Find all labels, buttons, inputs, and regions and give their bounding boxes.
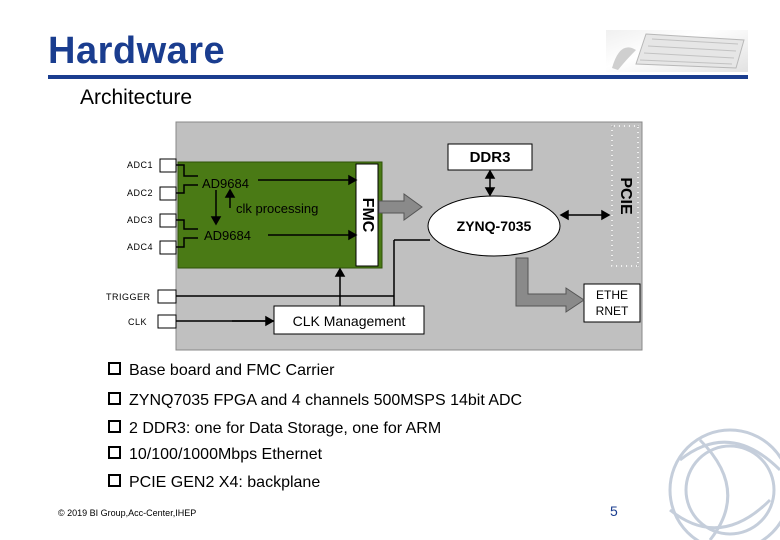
ddr3-label: DDR3 — [469, 149, 511, 166]
trigger-port — [157, 289, 177, 304]
adc4-port — [159, 240, 177, 255]
bullet-item: PCIE GEN2 X4: backplane — [108, 474, 320, 492]
adc4-label: ADC4 — [127, 242, 154, 252]
zynq-label: ZYNQ-7035 — [456, 218, 532, 234]
footer-copyright: © 2019 BI Group,Acc-Center,IHEP — [58, 508, 197, 518]
zynq-ethernet-arrow — [515, 257, 585, 313]
title-underline — [48, 75, 748, 79]
wire-adc4 — [176, 237, 198, 248]
page-number: 5 — [610, 503, 618, 519]
wire-adc3 — [176, 219, 198, 230]
pcie-label: PCIE — [617, 177, 634, 215]
adc3-label: ADC3 — [127, 215, 154, 225]
adc2-port — [159, 186, 177, 201]
checkbox-bullet-icon — [108, 474, 121, 487]
bullet-item: ZYNQ7035 FPGA and 4 channels 500MSPS 14b… — [108, 392, 522, 410]
adc3-port — [159, 213, 177, 228]
adc1-port — [159, 158, 177, 173]
ethernet-label-line1: ETHE — [595, 288, 628, 302]
checkbox-bullet-icon — [108, 420, 121, 433]
slide-title: Hardware — [48, 30, 226, 72]
ethernet-label-line2: RNET — [595, 304, 629, 318]
clk-processing-label: clk processing — [236, 201, 319, 216]
clk-management-box — [273, 305, 425, 335]
ethernet-label: ETHE RNET — [584, 287, 640, 319]
ddr3-box — [447, 143, 533, 171]
zynq-ellipse — [427, 195, 561, 257]
ad9684-top-label: AD9684 — [202, 176, 249, 191]
bullet-item: 10/100/1000Mbps Ethernet — [108, 446, 322, 464]
clk-label: CLK — [128, 317, 148, 327]
fmc-connector — [355, 163, 379, 267]
header-decoration-image — [606, 30, 748, 72]
wire-adc2 — [176, 184, 198, 194]
bullet-item: 2 DDR3: one for Data Storage, one for AR… — [108, 420, 441, 438]
keyboard-illustration — [612, 33, 745, 70]
checkbox-bullet-icon — [108, 392, 121, 405]
ethernet-box — [583, 283, 641, 323]
clk-management-label: CLK Management — [292, 313, 406, 329]
fmc-label: FMC — [359, 197, 376, 233]
checkbox-bullet-icon — [108, 446, 121, 459]
adc1-label: ADC1 — [127, 160, 154, 170]
adc2-label: ADC2 — [127, 188, 154, 198]
bullet-item: Base board and FMC Carrier — [108, 362, 334, 380]
institute-logo-watermark — [668, 428, 780, 540]
checkbox-bullet-icon — [108, 362, 121, 375]
slide-subtitle: Architecture — [80, 86, 193, 109]
trigger-label: TRIGGER — [106, 292, 151, 302]
ad9684-bottom-label: AD9684 — [204, 228, 251, 243]
fmc-zynq-arrow — [378, 193, 423, 221]
pcie-outline-inner — [611, 125, 639, 267]
wire-adc1 — [176, 164, 198, 177]
clk-port — [157, 314, 177, 329]
